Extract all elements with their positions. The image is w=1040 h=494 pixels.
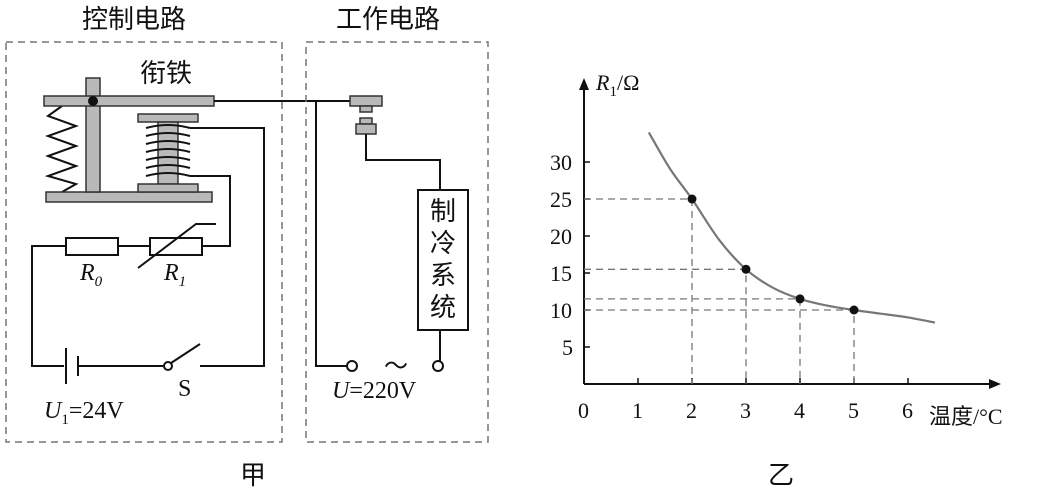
switch-pivot	[163, 361, 173, 371]
spring	[44, 105, 79, 193]
control-circuit-title: 控制电路	[82, 5, 186, 35]
data-point	[741, 264, 751, 274]
work-circuit-box	[305, 41, 489, 443]
guide-line	[584, 198, 693, 384]
y-tick-label: 15	[550, 261, 572, 286]
y-tick-label: 20	[550, 224, 572, 249]
x-axis-label: 温度/°C	[929, 404, 1003, 429]
static-contact-tip	[359, 117, 373, 125]
r1-label: R1	[163, 260, 186, 290]
work-left-wire	[315, 101, 348, 367]
data-point	[849, 305, 859, 315]
data-point	[687, 194, 697, 204]
x-tick-label: 5	[848, 398, 859, 423]
moving-contact	[349, 95, 383, 107]
x-tick-label: 3	[740, 398, 751, 423]
fridge-label-2: 冷	[430, 229, 456, 259]
ac-symbol: ～	[384, 354, 408, 380]
r0-label: R0	[79, 260, 103, 290]
y-tick-label: 5	[562, 335, 573, 360]
armature-label: 衔铁	[140, 59, 192, 89]
coil-wire-top	[190, 127, 265, 367]
base-plate	[45, 191, 213, 203]
y-axis-label: R1/Ω	[595, 70, 639, 100]
u-label: U=220V	[332, 378, 417, 404]
x-tick-label: 4	[794, 398, 805, 423]
work-right-wire	[365, 134, 441, 190]
fridge-label-4: 统	[430, 293, 456, 323]
data-point	[795, 294, 805, 304]
x-tick-label: 2	[686, 398, 697, 423]
guide-line	[584, 268, 747, 384]
pivot-point	[88, 96, 98, 106]
fridge-label-1: 制	[430, 197, 456, 227]
coil-wire-bottom	[190, 175, 231, 247]
switch-blade	[170, 343, 201, 364]
x-tick-label: 6	[902, 398, 913, 423]
electromagnet-top	[137, 113, 199, 123]
y-tick-label: 30	[550, 150, 572, 175]
thermistor-arrow	[137, 223, 216, 269]
static-contact	[355, 123, 377, 135]
caption-right: 乙	[768, 461, 794, 491]
moving-contact-tip	[359, 105, 373, 113]
x-tick-label: 1	[632, 398, 643, 423]
x-axis-arrow	[989, 379, 1001, 389]
y-axis-arrow	[579, 78, 589, 90]
pivot-pillar	[85, 77, 101, 193]
u1-label: U1=24V	[44, 398, 124, 428]
armature	[43, 95, 215, 107]
ac-terminal-right	[432, 360, 444, 372]
left-wire	[31, 245, 66, 367]
guide-line	[584, 309, 855, 384]
ac-terminal-left	[346, 360, 358, 372]
fridge-system	[417, 189, 469, 331]
y-tick-label: 10	[550, 298, 572, 323]
electromagnet-coil	[145, 124, 191, 177]
electromagnet-bottom	[137, 183, 199, 193]
caption-left: 甲	[240, 461, 266, 491]
y-tick-label: 25	[550, 187, 572, 212]
work-circuit-title: 工作电路	[336, 5, 440, 35]
electromagnet-core	[157, 121, 179, 185]
fridge-label-3: 系	[430, 261, 456, 291]
resistor-r0	[65, 237, 119, 256]
resistance-temperature-chart: 0 1 2 3 4 5 6 5 10 15 20 25 30 R1/Ω 温度/°C	[550, 70, 1003, 429]
control-circuit-box	[5, 41, 283, 443]
switch-label: S	[178, 376, 191, 402]
origin-label: 0	[578, 398, 589, 423]
